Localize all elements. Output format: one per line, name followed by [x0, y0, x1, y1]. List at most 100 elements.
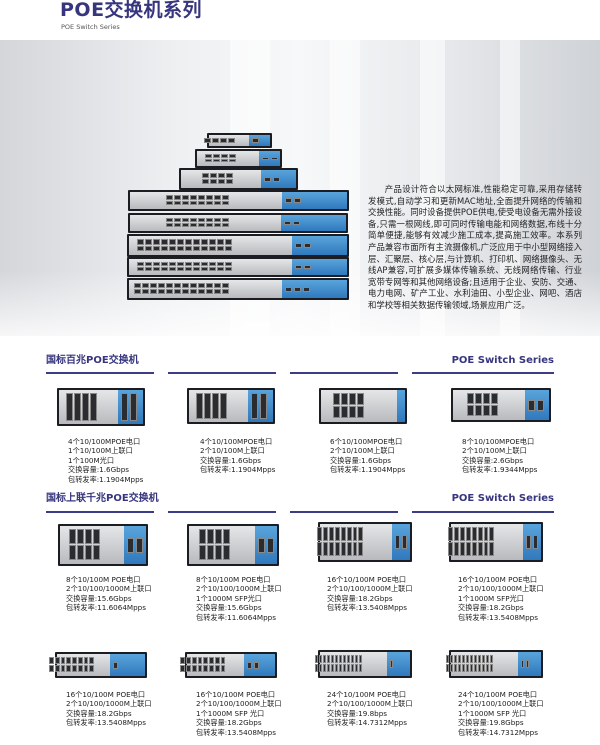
- rj45-port: [317, 527, 323, 541]
- rj45-port: [192, 267, 200, 271]
- spec-line: 交换容量:19.8Gbps: [458, 718, 524, 728]
- rj45-port: [165, 218, 173, 222]
- spec-line: 2个10/100/1000M上联口: [327, 699, 413, 709]
- page-subtitle: POE Switch Series: [61, 23, 120, 31]
- rj45-port: [149, 283, 157, 288]
- uplink-port: [526, 660, 529, 668]
- rj45-port: [214, 657, 220, 664]
- rj45-port: [220, 158, 228, 162]
- rj45-port: [358, 655, 362, 663]
- rj45-port: [461, 655, 465, 663]
- rj45-port: [209, 665, 214, 672]
- switch-blue-panel: [244, 654, 275, 676]
- divider: [290, 511, 398, 513]
- rj45-port: [173, 283, 181, 288]
- rj45-port: [174, 195, 182, 200]
- rj45-port: [181, 283, 189, 288]
- spec-line: 16个10/100M POE电口: [327, 575, 407, 584]
- spec-line: 包转发率:13.5408Mpps: [327, 603, 407, 613]
- spec-line: 2个10/100M上联口: [330, 446, 395, 456]
- rj45-port: [144, 267, 152, 271]
- rj45-port: [165, 223, 173, 227]
- switch-image: [128, 190, 349, 211]
- spec-line: 包转发率:11.6064Mpps: [66, 603, 146, 613]
- rj45-port: [191, 665, 197, 672]
- rj45-port: [165, 289, 173, 294]
- rj45-port: [168, 262, 176, 266]
- rj45-port: [445, 655, 449, 663]
- rj45-port: [338, 664, 342, 672]
- rj45-port: [481, 655, 485, 663]
- spec-line: 交换容量:1.6Gbps: [200, 455, 262, 465]
- uplink-port: [526, 535, 531, 549]
- rj45-port: [181, 218, 189, 222]
- rj45-port: [465, 527, 471, 541]
- uplink-port: [295, 242, 302, 249]
- rj45-port: [189, 223, 197, 227]
- rj45-port: [160, 262, 168, 266]
- rj45-port: [199, 529, 206, 544]
- divider: [412, 372, 554, 374]
- rj45-port: [489, 655, 493, 663]
- rj45-port: [201, 179, 209, 184]
- rj45-port: [349, 406, 356, 418]
- rj45-port: [181, 223, 189, 227]
- rj45-port: [474, 393, 482, 404]
- rj45-port: [89, 665, 95, 672]
- spec-line: 2个10/100/1000M上联口: [327, 584, 413, 594]
- rj45-port: [166, 195, 174, 200]
- rj45-port: [72, 657, 77, 664]
- rj45-port: [222, 195, 230, 200]
- rj45-port: [89, 657, 95, 664]
- rj45-port: [221, 289, 229, 294]
- rj45-port: [219, 392, 227, 419]
- rj45-port: [216, 245, 224, 251]
- spec-line: 1个10/100M上联口: [68, 446, 133, 456]
- rj45-port: [199, 545, 206, 560]
- spec-line: 包转发率:13.5408Mpps: [458, 612, 538, 622]
- rj45-port: [197, 223, 205, 227]
- rj45-port: [166, 200, 174, 205]
- rj45-port: [203, 665, 209, 672]
- spec-line: 8个10/100M POE电口: [196, 575, 271, 584]
- rj45-port: [184, 267, 192, 271]
- rj45-port: [184, 239, 192, 245]
- rj45-port: [224, 239, 232, 245]
- switch-image: [180, 652, 277, 678]
- rj45-port: [329, 542, 334, 556]
- divider: [290, 372, 398, 374]
- rj45-port: [334, 664, 338, 672]
- rj45-port: [323, 542, 329, 556]
- uplink-port: [401, 535, 407, 549]
- rj45-port: [334, 542, 340, 556]
- rj45-port: [197, 657, 203, 664]
- rj45-port: [173, 289, 181, 294]
- rj45-port: [92, 529, 100, 544]
- rj45-port: [357, 393, 364, 405]
- rj45-port: [352, 527, 358, 541]
- rj45-port: [333, 406, 340, 418]
- spec-line: 1个100M光口: [68, 455, 115, 465]
- rj45-port: [477, 527, 483, 541]
- rj45-port: [474, 405, 482, 416]
- rj45-port: [195, 392, 203, 419]
- spec-line: 包转发率:11.6064Mpps: [196, 612, 276, 622]
- spec-line: 包转发率:14.7312Mpps: [458, 727, 538, 737]
- rj45-port: [358, 664, 362, 672]
- rj45-port: [157, 283, 165, 288]
- rj45-port: [349, 393, 356, 405]
- rj45-port: [205, 223, 213, 227]
- rj45-port: [204, 154, 212, 158]
- rj45-port: [182, 200, 190, 205]
- spec-line: 2个10/100/1000M上联口: [458, 699, 544, 709]
- spec-line: 交换容量:18.2Gbps: [327, 593, 393, 603]
- divider: [168, 511, 276, 513]
- rj45-port: [485, 655, 489, 663]
- divider: [168, 372, 276, 374]
- rj45-port: [76, 529, 84, 544]
- rj45-port: [189, 283, 197, 288]
- rj45-port: [221, 218, 229, 222]
